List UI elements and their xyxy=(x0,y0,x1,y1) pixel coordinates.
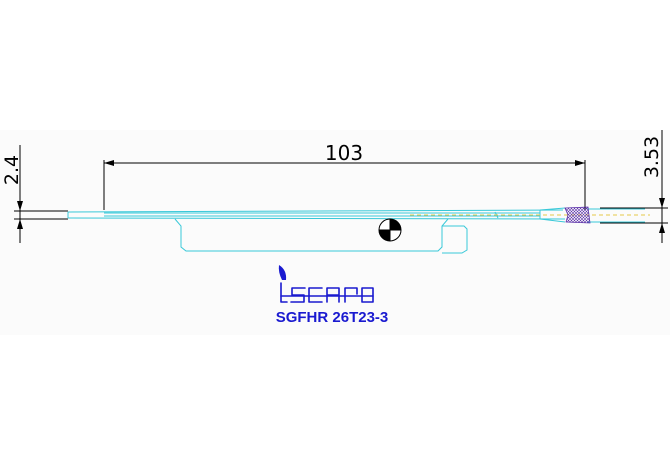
part-number-label: SGFHR 26T23-3 xyxy=(275,309,389,326)
blade-outline xyxy=(67,207,645,254)
dimension-label-2-4: 2.4 xyxy=(1,155,23,185)
iscar-logo xyxy=(278,265,374,303)
center-of-gravity-symbol xyxy=(378,218,402,242)
dimension-label-103: 103 xyxy=(325,141,363,165)
dimension-label-3-53: 3.53 xyxy=(641,136,663,178)
dimension-right-height: 3.53 xyxy=(600,130,668,243)
cutting-insert xyxy=(564,206,591,224)
dimension-overall-length: 103 xyxy=(103,141,586,210)
dimension-left-height: 2.4 xyxy=(1,145,68,243)
